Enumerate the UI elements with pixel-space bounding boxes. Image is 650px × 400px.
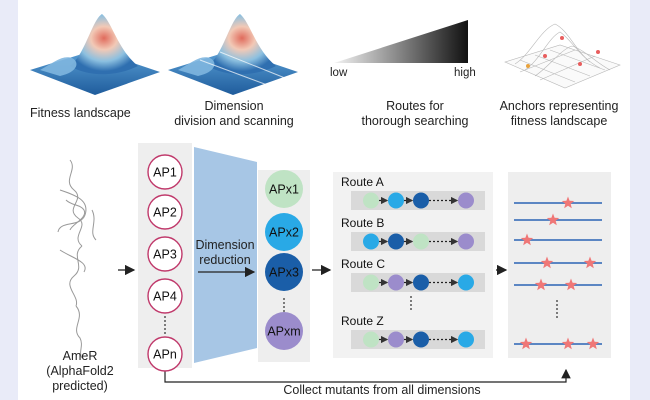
ap-label-1: AP1: [153, 166, 177, 180]
route-1-dot-4: [458, 192, 474, 209]
anchor-star-5-2: [564, 278, 578, 291]
ap-label-2: AP2: [153, 206, 177, 220]
route-1-dot-2: [388, 192, 404, 209]
label-amer: AmeR: [62, 349, 98, 363]
label-reduction-line2: reduction: [199, 253, 251, 267]
route-2-dot-2: [388, 233, 404, 250]
ap-label-4: AP4: [153, 290, 177, 304]
fitness-landscape-surface: [30, 14, 160, 95]
apx-label-1: APx1: [269, 183, 299, 197]
label-low: low: [330, 67, 348, 79]
ap-circle-5: [147, 336, 183, 372]
apx-label-2: APx2: [269, 226, 299, 240]
route-2-dot-4: [458, 233, 474, 250]
apx-circle-1: [265, 170, 303, 208]
route-1-dot-3: [413, 192, 429, 209]
collect-mutants-arrow: [164, 368, 571, 383]
label-division-scanning: division and scanning: [174, 114, 294, 128]
route-name-2: Route B: [341, 216, 384, 230]
anchors-box: [508, 172, 611, 358]
ap-circle-4: [147, 278, 183, 314]
ap-label-5: APn: [153, 348, 177, 362]
label-dimension: Dimension: [204, 99, 264, 113]
route-name-1: Route A: [341, 175, 384, 189]
route-4-dot-4: [458, 331, 474, 348]
label-fitness-landscape: Fitness landscape: [30, 106, 131, 120]
anchor-star-5-1: [534, 278, 548, 291]
dimension-division-surface: [168, 14, 298, 95]
route-name-4: Route Z: [341, 314, 384, 328]
anchor-star-6-1: [519, 337, 533, 350]
apx-label-3: APx3: [269, 266, 299, 280]
ap-label-3: AP3: [153, 248, 177, 262]
apx-circle-2: [265, 213, 303, 251]
label-routes-for: Routes for: [386, 99, 444, 113]
route-4-dot-3: [413, 331, 429, 348]
protein-structure: [57, 159, 97, 359]
label-collect-mutants: Collect mutants from all dimensions: [283, 383, 481, 397]
label-thorough-searching: thorough searching: [361, 114, 469, 128]
route-3-dot-3: [413, 274, 429, 291]
ap-circle-1: [147, 154, 183, 190]
route-2-dot-1: [363, 233, 379, 250]
label-reduction-line1: Dimension: [195, 238, 255, 252]
dimension-reduction-funnel: [194, 147, 257, 363]
ap-circle-2: [147, 194, 183, 230]
label-fitness-landscape-2: fitness landscape: [510, 114, 608, 128]
anchor-star-4-1: [540, 256, 554, 269]
ap-circle-3: [147, 236, 183, 272]
route-3-dot-1: [363, 274, 379, 291]
route-2-dot-3: [413, 233, 429, 250]
anchor-star-3-1: [520, 233, 534, 246]
label-high: high: [454, 67, 476, 79]
routes-gradient-ramp: [334, 20, 468, 63]
route-1-dot-1: [363, 192, 379, 209]
apx-circle-3: [265, 253, 303, 291]
anchor-star-6-2: [561, 337, 575, 350]
label-predicted: predicted): [52, 379, 108, 393]
route-4-dot-1: [363, 331, 379, 348]
apx-circle-4: [265, 312, 303, 350]
anchor-points: [526, 36, 600, 68]
label-anchors-representing: Anchors representing: [499, 99, 619, 113]
anchor-star-2-1: [546, 213, 560, 226]
anchor-star-4-2: [583, 256, 597, 269]
route-3-dot-4: [458, 274, 474, 291]
anchor-star-1-1: [561, 196, 575, 209]
route-4-dot-2: [388, 331, 404, 348]
label-alphafold2: (AlphaFold2: [46, 364, 114, 378]
route-3-dot-2: [388, 274, 404, 291]
route-name-3: Route C: [341, 257, 385, 271]
apx-label-4: APxm: [267, 325, 300, 339]
anchors-wireframe-landscape: [504, 23, 621, 89]
anchor-star-6-3: [586, 337, 600, 350]
